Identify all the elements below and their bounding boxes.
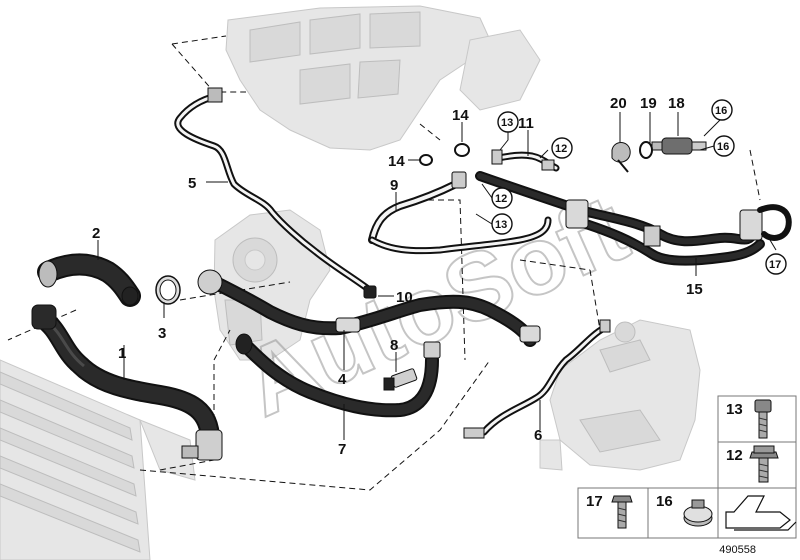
callout-3: 3 xyxy=(158,325,166,342)
legend-label-16: 16 xyxy=(656,493,673,510)
hose-part-4 xyxy=(197,269,541,347)
seal-ring-part-3 xyxy=(155,275,181,305)
callout-2: 2 xyxy=(92,225,100,242)
circled-callout-16-upper: 16 xyxy=(715,105,727,117)
callout-11: 11 xyxy=(518,115,534,132)
sensor-part-18 xyxy=(651,137,707,155)
callout-18: 18 xyxy=(668,95,685,112)
circled-callout-17: 17 xyxy=(769,259,781,271)
circled-callout-12-lower: 12 xyxy=(495,193,507,205)
clip-part-20 xyxy=(611,142,631,173)
circled-callout-13-lower: 13 xyxy=(495,219,507,231)
callout-14-upper: 14 xyxy=(452,107,469,124)
callout-10: 10 xyxy=(396,289,413,306)
radiator-ghost xyxy=(0,359,196,560)
callout-14-lower: 14 xyxy=(388,153,405,170)
circled-callout-13-upper: 13 xyxy=(501,117,513,129)
callout-9: 9 xyxy=(390,177,398,194)
bolt-12-icon xyxy=(749,445,779,483)
circled-callout-12-upper: 12 xyxy=(555,143,567,155)
hose-part-2 xyxy=(37,253,141,307)
connector-part-8 xyxy=(383,368,418,391)
callout-6: 6 xyxy=(534,427,542,444)
bolt-17-icon xyxy=(611,495,633,529)
expansion-tank-ghost xyxy=(539,319,701,471)
callout-7: 7 xyxy=(338,441,346,458)
legend-box-17 xyxy=(577,487,649,539)
seal-part-19 xyxy=(639,141,653,159)
line-part-9 xyxy=(368,171,552,255)
callout-15: 15 xyxy=(686,281,703,298)
callout-20: 20 xyxy=(610,95,627,112)
bolt-13-icon xyxy=(754,399,772,439)
legend-label-13: 13 xyxy=(726,401,743,418)
legend-label-12: 12 xyxy=(726,447,743,464)
direction-arrow-icon xyxy=(725,495,797,531)
engine-head-ghost xyxy=(225,5,541,151)
callout-5: 5 xyxy=(188,175,196,192)
line-part-5 xyxy=(174,87,377,299)
hose-clamp-16-icon xyxy=(683,499,713,527)
hose-part-1 xyxy=(31,304,223,461)
line-part-6 xyxy=(463,319,611,439)
pipe-part-15 xyxy=(475,171,792,266)
hose-part-7 xyxy=(235,333,441,418)
line-part-11 xyxy=(491,149,560,172)
callout-19: 19 xyxy=(640,95,657,112)
diagram-reference-number: 490558 xyxy=(719,544,756,556)
fastener-legend-panel: 13 12 17 16 xyxy=(577,395,797,539)
circled-callout-16-lower: 16 xyxy=(717,141,729,153)
callout-4: 4 xyxy=(338,371,347,388)
callout-labels: 1 2 3 4 5 6 7 8 9 10 11 14 14 15 18 19 2… xyxy=(92,95,703,458)
o-ring-part-14-b xyxy=(419,154,433,166)
circled-callouts: 13 13 12 12 16 16 17 xyxy=(491,99,787,275)
callout-8: 8 xyxy=(390,337,398,354)
legend-label-17: 17 xyxy=(586,493,603,510)
o-ring-part-14-a xyxy=(454,143,470,157)
callout-1: 1 xyxy=(118,345,126,362)
